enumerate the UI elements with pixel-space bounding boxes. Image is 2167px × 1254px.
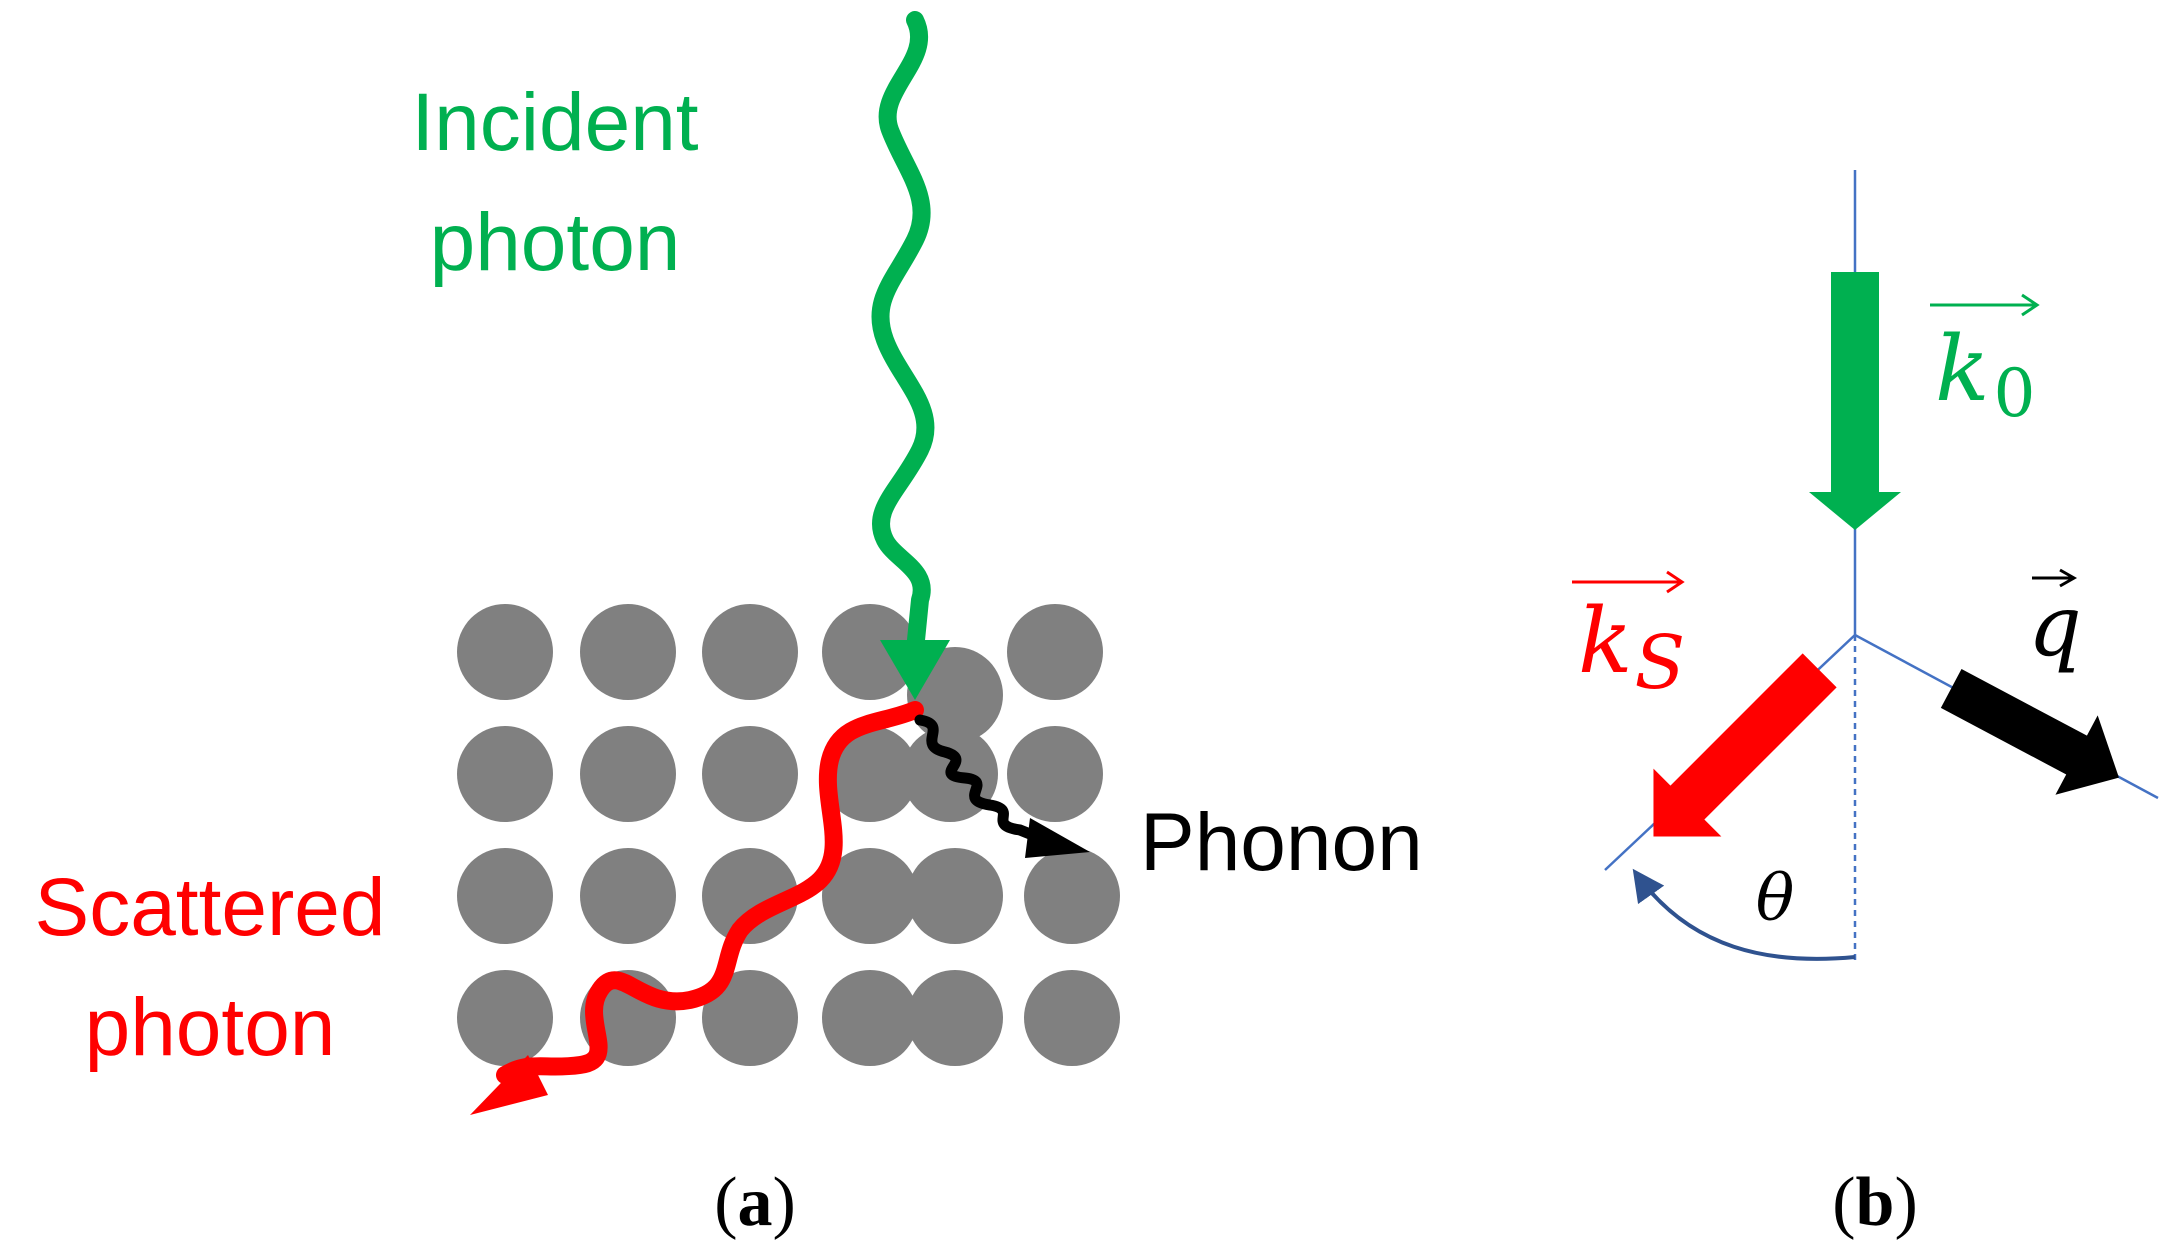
scattered-label-line2: photon — [85, 982, 336, 1073]
atom — [580, 726, 676, 822]
scattered-photon-arrowhead — [470, 1055, 548, 1115]
atom — [457, 970, 553, 1066]
atom — [580, 848, 676, 944]
phonon-wave — [914, 714, 1051, 846]
incident-photon-wave — [871, 11, 935, 659]
incident-label-line1: Incident — [411, 77, 698, 168]
caption-b: (b) — [1832, 1164, 1918, 1241]
panel-b: θ k0 kS — [1572, 170, 2159, 1241]
svg-text:k0: k0 — [1935, 317, 2036, 432]
q-label: q — [2028, 568, 2082, 675]
ks-arrow — [1653, 653, 1837, 837]
atom — [702, 604, 798, 700]
atom — [1024, 848, 1120, 944]
atom — [702, 726, 798, 822]
scattered-label-line1: Scattered — [35, 862, 386, 953]
atom — [457, 848, 553, 944]
atom — [702, 970, 798, 1066]
atom — [822, 970, 918, 1066]
incident-label-line2: photon — [430, 197, 681, 288]
atom — [907, 848, 1003, 944]
atom — [580, 604, 676, 700]
atom — [702, 848, 798, 944]
angle-arc — [1632, 868, 1856, 961]
angle-theta: θ — [1756, 862, 1795, 936]
atom — [907, 970, 1003, 1066]
atom — [822, 726, 918, 822]
atom — [457, 726, 553, 822]
svg-text:q: q — [2028, 577, 2082, 675]
scattered-photon-wave — [496, 701, 924, 1084]
atom — [1024, 970, 1120, 1066]
k0-arrow — [1809, 272, 1901, 530]
svg-text:kS: kS — [1578, 589, 1685, 706]
atom — [1007, 726, 1103, 822]
panel-a: Incident photon Scattered photon Phonon … — [35, 11, 1423, 1241]
q-arrow — [1940, 668, 2119, 795]
atom — [822, 848, 918, 944]
k0-label: k0 — [1930, 293, 2040, 432]
incident-photon-arrowhead — [880, 640, 950, 700]
phonon-label: Phonon — [1140, 797, 1423, 888]
ks-label: kS — [1572, 570, 1685, 706]
atom — [822, 604, 918, 700]
atom — [1007, 604, 1103, 700]
caption-a: (a) — [714, 1164, 796, 1241]
phonon-arrowhead — [1025, 818, 1090, 858]
atom — [457, 604, 553, 700]
